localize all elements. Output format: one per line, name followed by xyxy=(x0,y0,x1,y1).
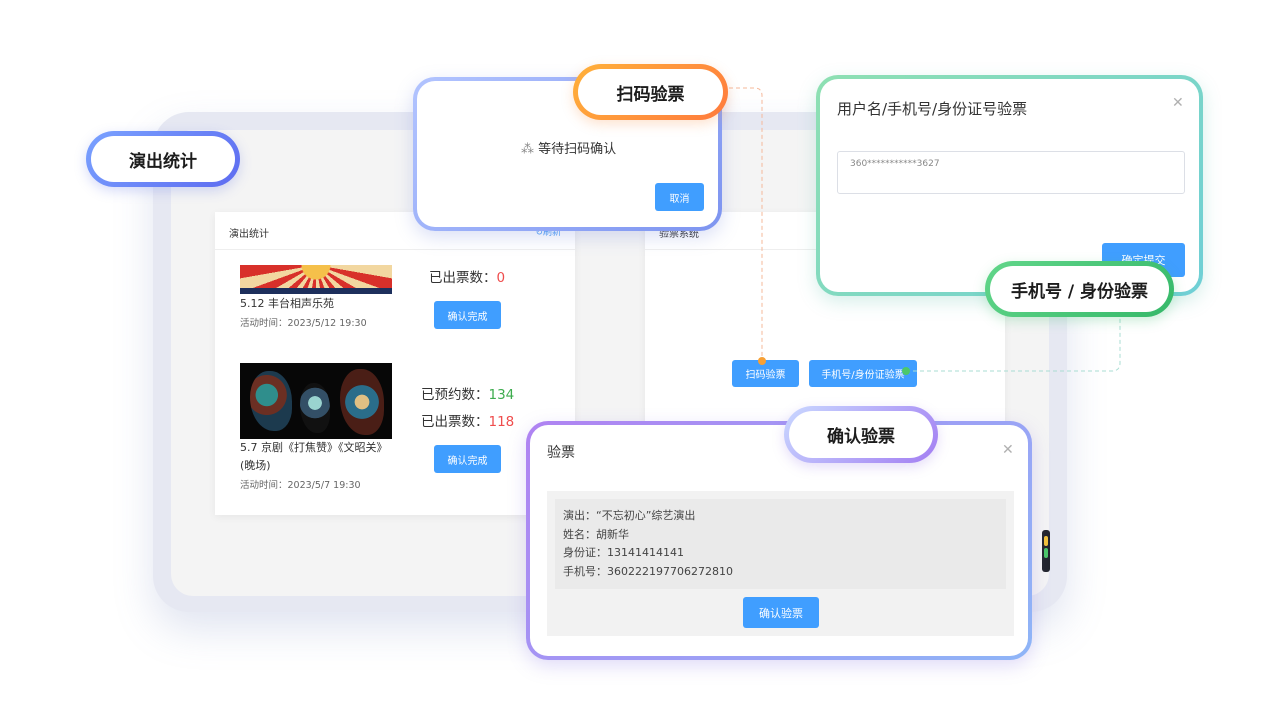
username-dialog-title: 用户名/手机号/身份证号验票 xyxy=(837,100,1028,118)
event-name-line2: (晚场) xyxy=(240,459,271,472)
refresh-link[interactable]: ↻刷新 xyxy=(535,225,561,238)
info-phone: 手机号：360222197706272810 xyxy=(563,564,733,578)
event-name-line1: 5.7 京剧《打焦赞》《文昭关》 xyxy=(240,441,388,454)
stat-value: 0 xyxy=(496,270,506,286)
label-text: 确认验票 xyxy=(827,427,895,447)
close-icon[interactable]: ✕ xyxy=(1172,95,1184,111)
label-confirm: 确认验票 xyxy=(784,406,938,463)
info-id: 身份证：13141414141 xyxy=(563,546,684,559)
cancel-button[interactable]: 取消 xyxy=(655,183,704,211)
refresh-label: 刷新 xyxy=(542,228,561,238)
reservations-stat: 已预约数：134 xyxy=(421,383,514,403)
stats-panel-header: 演出统计 ↻刷新 xyxy=(215,212,575,250)
phone-id-verify-button[interactable]: 手机号/身份证验票 xyxy=(809,360,917,387)
event-time: 活动时间：2023/5/12 19:30 xyxy=(240,318,367,329)
spinner-icon: ⁂ xyxy=(521,142,534,157)
verify-panel-title: 验票系统 xyxy=(659,229,699,240)
label-text: 扫码验票 xyxy=(616,84,685,105)
ticket-info-box: 演出：“不忘初心”综艺演出 姓名：胡新华 身份证：13141414141 手机号… xyxy=(555,499,1006,589)
scan-status-text: 等待扫码确认 xyxy=(538,142,617,157)
confirm-complete-button[interactable]: 确认完成 xyxy=(434,445,501,473)
info-show: 演出：“不忘初心”综艺演出 xyxy=(563,509,696,522)
info-name: 姓名：胡新华 xyxy=(563,527,629,541)
label-text: 手机号 / 身份验票 xyxy=(1010,281,1149,302)
confirm-dialog-title: 验票 xyxy=(547,445,575,461)
stat-label: 已预约数： xyxy=(421,387,489,403)
label-scan: 扫码验票 xyxy=(573,64,728,120)
label-performance-stats: 演出统计 xyxy=(86,131,240,187)
event-time: 活动时间：2023/5/7 19:30 xyxy=(240,480,361,491)
refresh-icon: ↻ xyxy=(535,228,543,238)
confirm-complete-button[interactable]: 确认完成 xyxy=(434,301,501,329)
scan-status: ⁂ 等待扫码确认 xyxy=(521,138,616,157)
id-input[interactable]: 360***********3627 xyxy=(837,151,1185,194)
stats-panel: 演出统计 ↻刷新 xyxy=(215,212,575,515)
event-name: 5.12 丰台相声乐苑 xyxy=(240,297,334,310)
close-icon[interactable]: ✕ xyxy=(1002,442,1014,458)
id-input-value: 360***********3627 xyxy=(850,159,940,169)
label-phone-id: 手机号 / 身份验票 xyxy=(985,261,1174,317)
confirm-verify-button[interactable]: 确认验票 xyxy=(743,597,819,628)
stat-label: 已出票数： xyxy=(429,270,497,286)
scan-verify-button[interactable]: 扫码验票 xyxy=(732,360,799,387)
stat-label: 已出票数： xyxy=(421,414,489,430)
stat-value: 118 xyxy=(488,414,515,430)
tickets-issued-stat: 已出票数：0 xyxy=(429,266,505,286)
event-image-xiangsheng xyxy=(240,265,392,294)
event-image-opera xyxy=(240,363,392,439)
tablet-side-button xyxy=(1042,530,1050,572)
label-text: 演出统计 xyxy=(129,151,197,172)
stat-value: 134 xyxy=(488,387,515,403)
tickets-issued-stat: 已出票数：118 xyxy=(421,410,514,430)
event-name: 5.7 京剧《打焦赞》《文昭关》 (晚场) xyxy=(240,439,388,475)
stats-panel-title: 演出统计 xyxy=(229,229,269,240)
